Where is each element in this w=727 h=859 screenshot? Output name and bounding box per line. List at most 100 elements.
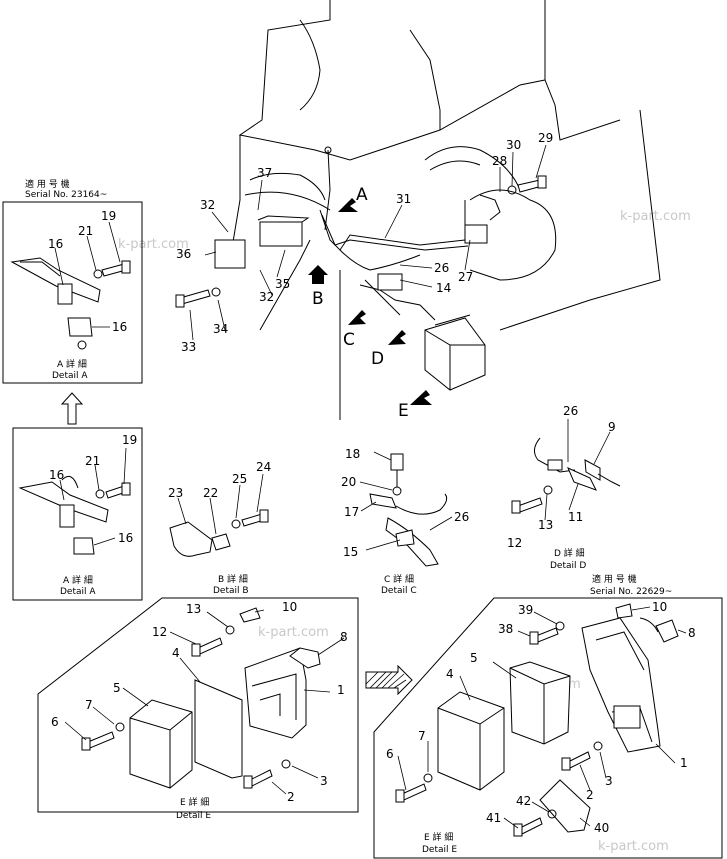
wire — [639, 617, 659, 633]
wire-31 — [319, 209, 466, 251]
bolt-12 — [517, 497, 543, 513]
detail-caption-jp: D 詳 細 — [554, 547, 585, 559]
washer-20 — [392, 486, 402, 496]
leader-lines — [64, 609, 345, 795]
part-label: 16 — [48, 237, 63, 251]
view-letter-c: C — [343, 330, 355, 350]
leader-lines — [54, 221, 121, 328]
detail-caption: Detail A — [60, 587, 96, 597]
part-label: 11 — [568, 510, 583, 524]
plate-40 — [539, 779, 591, 833]
bracket-1 — [613, 705, 641, 729]
detail-c: 18 20 17 26 15 C 詳 細 Detail C — [341, 447, 469, 596]
watermark: k-part.com — [118, 237, 189, 252]
bolt-head — [537, 175, 547, 189]
controller-box — [434, 314, 471, 326]
leader-lines — [59, 447, 127, 546]
part-label: 37 — [257, 166, 272, 180]
part-label: 16 — [118, 531, 133, 545]
controller-box-5 — [129, 699, 193, 789]
part-label: 1 — [680, 756, 688, 770]
bracket-16 — [57, 283, 73, 305]
clamp-16 — [67, 317, 93, 337]
part-label: 32 — [259, 290, 274, 304]
bolt-head — [395, 789, 405, 803]
part-label: 15 — [343, 545, 358, 559]
washer-13 — [225, 625, 235, 635]
part-label: 38 — [498, 622, 513, 636]
part-label: 8 — [340, 630, 348, 644]
part-label: 40 — [594, 821, 609, 835]
part-label: 6 — [51, 715, 59, 729]
part-label: 5 — [113, 681, 121, 695]
part-label: 2 — [287, 790, 295, 804]
part-label: 2 — [586, 788, 594, 802]
part-label: 5 — [470, 651, 478, 665]
washer-39 — [555, 621, 565, 631]
part-label: 10 — [652, 600, 667, 614]
detail-caption-jp: E 詳 細 — [424, 831, 453, 843]
applicable-serial-label: 適 用 号 機 — [25, 178, 70, 190]
detail-a-bottom: 19 21 16 16 A 詳 細 Detail A — [12, 427, 143, 601]
washer-34 — [211, 287, 221, 297]
clamp-22 — [211, 533, 231, 551]
washer-21 — [95, 489, 105, 499]
part-label: 6 — [386, 747, 394, 761]
watermark: k-part.com — [598, 839, 669, 854]
main-assembly: 37 32 36 35 32 34 33 31 30 28 29 26 27 1… — [175, 0, 661, 421]
detail-b: 23 22 25 24 B 詳 細 Detail B — [168, 460, 271, 596]
hose — [429, 160, 481, 171]
part-label: 22 — [203, 486, 218, 500]
bolt-41 — [519, 817, 543, 835]
clamp-16 — [77, 340, 87, 350]
bolt-12 — [197, 637, 223, 655]
bolt-38 — [535, 627, 559, 643]
washer-30 — [507, 185, 517, 195]
relay-box — [257, 215, 310, 223]
watermark: k-part.com — [258, 625, 329, 640]
part-label: 9 — [608, 420, 616, 434]
part-label: 17 — [344, 505, 359, 519]
arrow-b-icon — [308, 265, 328, 284]
serial-number: Serial No. 23164~ — [25, 190, 107, 200]
washer-13 — [543, 485, 553, 495]
detail-caption: Detail C — [381, 586, 417, 596]
bracket — [214, 239, 246, 269]
cable-vertical — [324, 149, 331, 231]
detail-frame — [2, 201, 143, 384]
arrow-d-icon — [388, 330, 406, 345]
wire-26 — [395, 493, 448, 515]
bolt-head — [243, 775, 253, 789]
part-label: 21 — [78, 224, 93, 238]
part-label: 35 — [275, 277, 290, 291]
harness-c — [364, 279, 401, 316]
arrow-up-icon — [60, 392, 84, 425]
part-label: 30 — [506, 138, 521, 152]
detail-caption-jp: C 詳 細 — [384, 573, 414, 585]
wire-harness — [244, 191, 331, 211]
washer-25 — [231, 519, 241, 529]
wire-26 — [534, 437, 576, 473]
detail-e-right: 適 用 号 機 Serial No. 22629~ 39 10 — [373, 573, 723, 859]
detail-caption: Detail E — [176, 811, 211, 821]
bolt-2 — [567, 751, 591, 769]
leader-lines — [544, 419, 611, 521]
part-label: 14 — [436, 281, 451, 295]
bolt-head — [175, 294, 185, 308]
view-letter-e: E — [398, 401, 409, 421]
part-label: 4 — [446, 667, 454, 681]
part-label: 27 — [458, 270, 473, 284]
part-label: 7 — [418, 729, 426, 743]
part-label: 20 — [341, 475, 356, 489]
arrow-a-icon — [338, 198, 358, 212]
bracket-16 — [61, 475, 79, 489]
wire — [597, 473, 621, 487]
bracket-16 — [59, 504, 75, 528]
bolt-2 — [249, 769, 273, 787]
part-label: 13 — [186, 602, 201, 616]
part-label: 19 — [101, 209, 116, 223]
connector-17 — [369, 493, 397, 509]
detail-frame — [37, 597, 359, 813]
washer-42 — [547, 809, 557, 819]
part-label: 41 — [486, 811, 501, 825]
